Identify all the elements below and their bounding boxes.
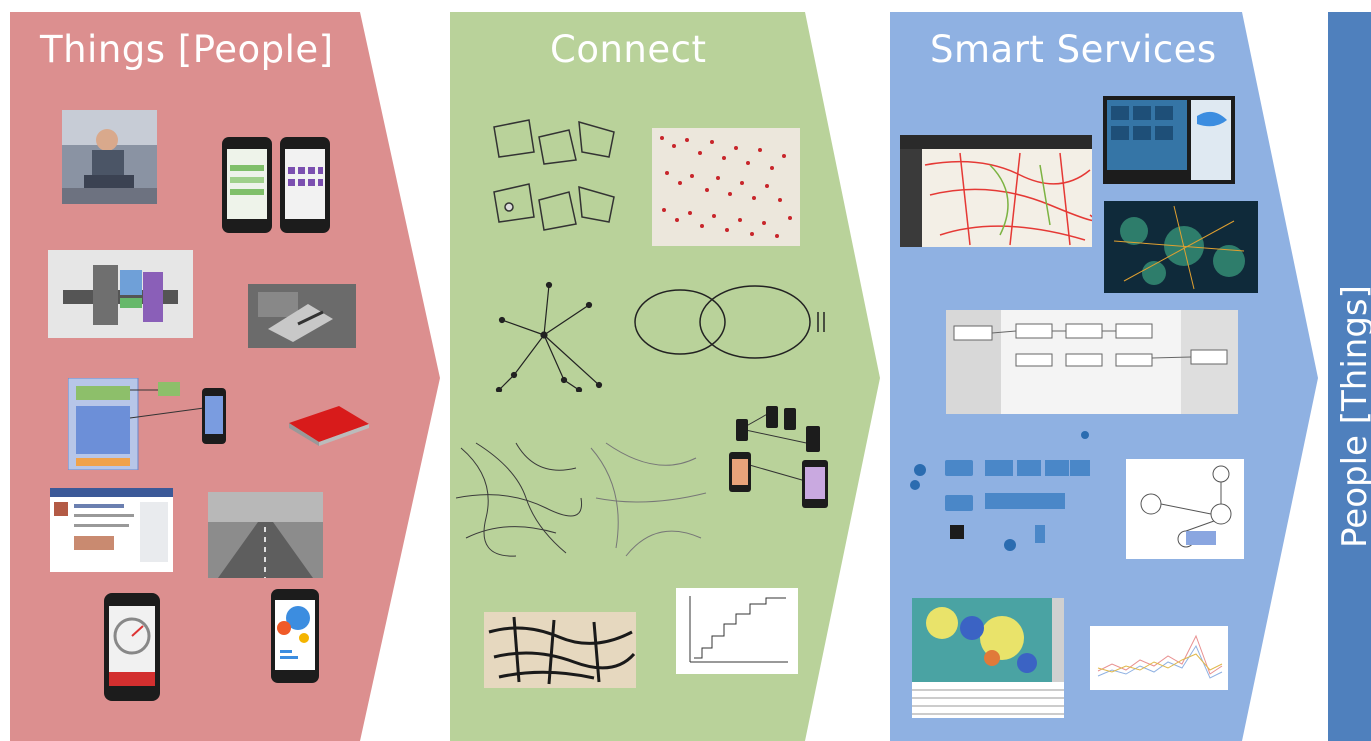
device-architecture-image (68, 378, 230, 470)
processing-flowchart-image (946, 310, 1238, 414)
dense-network-map-image (484, 612, 636, 688)
road-network-sketch-image (456, 438, 710, 560)
speedometer-phone-image (103, 592, 161, 702)
service-architecture-image (905, 425, 1095, 560)
traffic-map-dashboard-image (900, 135, 1092, 247)
state-transition-diagram-image (630, 282, 830, 362)
smartphones-app-image (220, 135, 335, 235)
stage-title-things: Things [People] (40, 28, 334, 71)
graph-network-image (494, 280, 606, 392)
point-density-map-image (652, 128, 800, 246)
social-feed-screenshot-image (50, 488, 173, 572)
workflow-diagram-image (1126, 459, 1244, 559)
bubble-app-phone-image (270, 588, 320, 684)
stage-title-people: People [Things] (1335, 285, 1371, 548)
step-plot-image (676, 588, 798, 674)
connected-phones-image (726, 404, 832, 514)
process-network-diagram-image (484, 112, 618, 240)
machine-schematic-image (48, 250, 193, 338)
time-series-plot-image (1090, 626, 1228, 690)
stage-title-connect: Connect (550, 28, 707, 71)
road-camera-image (208, 492, 323, 578)
person-photo-image (62, 110, 157, 204)
mobile-app-screens-image (1103, 96, 1235, 184)
sensor-closeup-image (248, 284, 356, 348)
heatmap-report-image (912, 598, 1064, 718)
satellite-heatmap-image (1104, 201, 1258, 293)
stage-people-bg (1328, 12, 1371, 741)
stage-title-services: Smart Services (930, 28, 1217, 71)
red-device-image (284, 398, 374, 448)
